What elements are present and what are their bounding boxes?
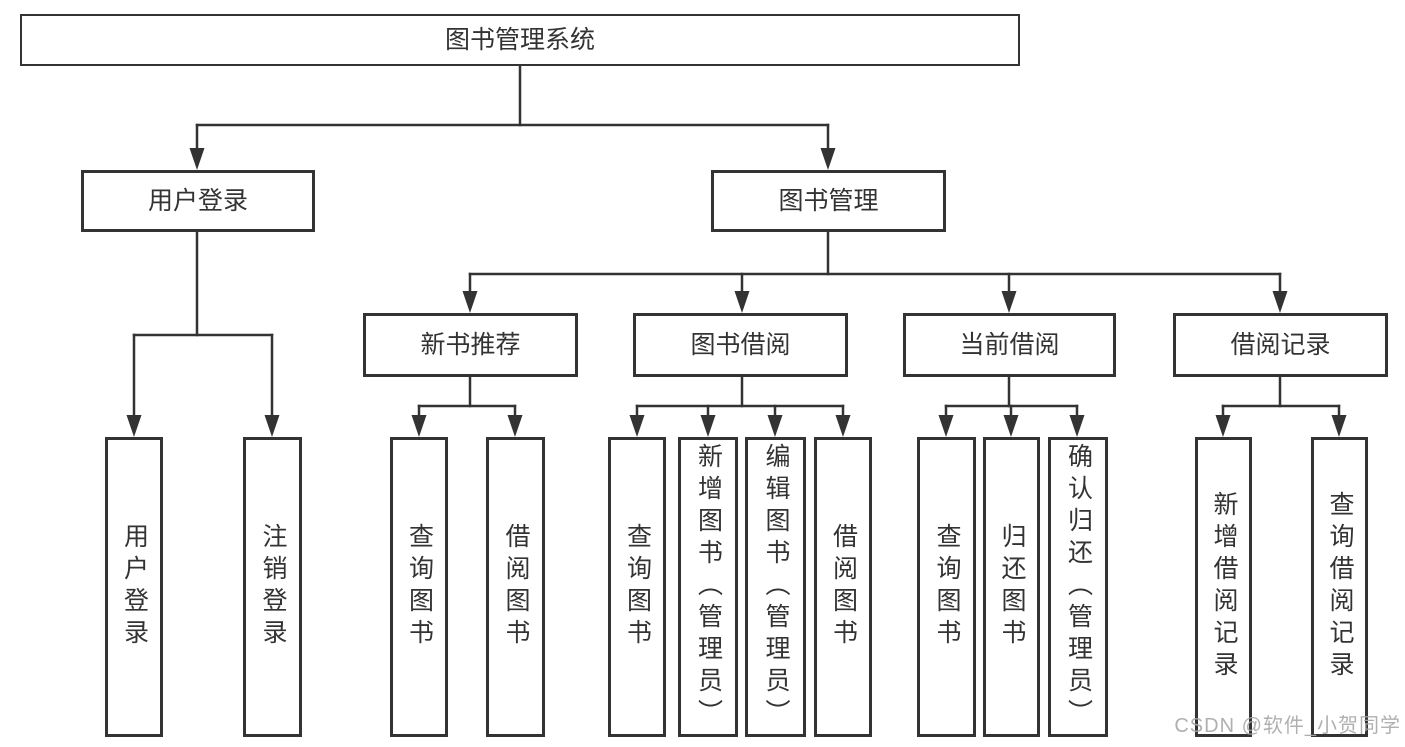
node-leaf-current-confirm-admin: 确认归还（管理员） <box>1048 437 1108 737</box>
node-label: 注销登录 <box>259 523 287 651</box>
node-label: 当前借阅 <box>959 330 1060 359</box>
node-borrow-records: 借阅记录 <box>1173 313 1388 377</box>
node-label: 借阅图书 <box>829 523 858 651</box>
node-label: 借阅记录 <box>1230 330 1331 359</box>
node-label: 图书管理系统 <box>444 25 595 54</box>
node-leaf-records-query: 查询借阅记录 <box>1311 437 1368 737</box>
node-leaf-borrowing-add-admin: 新增图书（管理员） <box>678 437 738 737</box>
node-label: 新增图书（管理员） <box>694 443 723 731</box>
node-leaf-current-return: 归还图书 <box>983 437 1040 737</box>
node-leaf-records-add: 新增借阅记录 <box>1195 437 1252 737</box>
node-new-book-recommend: 新书推荐 <box>363 313 578 377</box>
node-label: 查询借阅记录 <box>1326 491 1354 683</box>
node-library-management-system: 图书管理系统 <box>20 14 1020 66</box>
node-label: 图书管理 <box>778 186 879 215</box>
node-label: 编辑图书（管理员） <box>762 443 790 731</box>
node-label: 新书推荐 <box>420 330 521 359</box>
node-label: 新增借阅记录 <box>1210 491 1238 683</box>
node-leaf-current-query: 查询图书 <box>917 437 976 737</box>
node-label: 借阅图书 <box>502 523 530 651</box>
node-leaf-logout: 注销登录 <box>243 437 302 737</box>
node-label: 用户登录 <box>120 523 149 651</box>
node-label: 查询图书 <box>623 523 652 651</box>
node-book-borrowing: 图书借阅 <box>633 313 848 377</box>
node-leaf-borrowing-edit-admin: 编辑图书（管理员） <box>745 437 806 737</box>
node-book-management: 图书管理 <box>711 170 946 232</box>
node-label: 查询图书 <box>933 523 961 651</box>
node-leaf-newbooks-borrow: 借阅图书 <box>486 437 545 737</box>
csdn-watermark: CSDN @软件_小贺同学 <box>1174 715 1401 737</box>
node-leaf-borrowing-borrow: 借阅图书 <box>814 437 872 737</box>
node-leaf-user-login: 用户登录 <box>105 437 163 737</box>
node-label: 查询图书 <box>405 523 434 651</box>
node-leaf-borrowing-query: 查询图书 <box>608 437 666 737</box>
node-user-login: 用户登录 <box>81 170 315 232</box>
node-label: 归还图书 <box>998 523 1026 651</box>
node-leaf-newbooks-query: 查询图书 <box>390 437 448 737</box>
node-label: 确认归还（管理员） <box>1064 443 1093 731</box>
node-label: 用户登录 <box>147 186 248 215</box>
node-current-borrowing: 当前借阅 <box>903 313 1116 377</box>
node-label: 图书借阅 <box>690 330 791 359</box>
